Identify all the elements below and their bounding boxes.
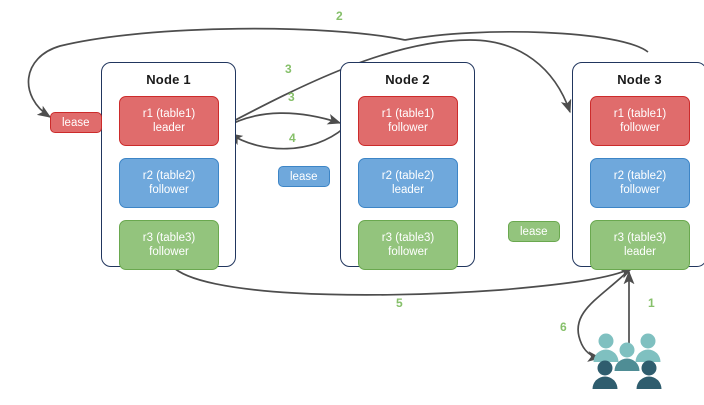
- replica-name: r3 (table3): [381, 232, 435, 244]
- replica-r2[interactable]: r2 (table2) follower: [119, 158, 219, 208]
- replica-name: r2 (table2): [142, 170, 196, 182]
- step-label-2: 2: [336, 9, 343, 23]
- replica-r1[interactable]: r1 (table1) follower: [590, 96, 690, 146]
- replica-role: follower: [620, 184, 660, 196]
- replica-role: follower: [620, 122, 660, 134]
- replica-role: follower: [149, 184, 189, 196]
- node-title: Node 2: [385, 72, 430, 87]
- replica-role: leader: [153, 122, 185, 134]
- replica-role: follower: [149, 246, 189, 258]
- edge-step-5-node1-to-node3: [171, 265, 634, 296]
- step-label-4: 4: [289, 131, 296, 145]
- replica-r3[interactable]: r3 (table3) follower: [358, 220, 458, 270]
- step-label-1: 1: [648, 296, 655, 310]
- node-box-node3[interactable]: Node 3 r1 (table1) follower r2 (table2) …: [572, 62, 704, 270]
- replica-name: r1 (table1): [142, 108, 196, 120]
- replica-r1[interactable]: r1 (table1) leader: [119, 96, 219, 146]
- node-title: Node 1: [146, 72, 191, 87]
- replica-r1[interactable]: r1 (table1) follower: [358, 96, 458, 146]
- node-box-node1[interactable]: Node 1 r1 (table1) leader r2 (table2) fo…: [101, 62, 236, 270]
- replica-role: leader: [392, 184, 424, 196]
- node-box-node2[interactable]: Node 2 r1 (table1) follower r2 (table2) …: [340, 62, 475, 270]
- lease-label: lease: [62, 116, 90, 129]
- replica-name: r3 (table3): [613, 232, 667, 244]
- edge-step-2-tail: [404, 30, 649, 53]
- lease-label: lease: [290, 170, 318, 183]
- replica-name: r3 (table3): [142, 232, 196, 244]
- replica-name: r1 (table1): [381, 108, 435, 120]
- replica-r2[interactable]: r2 (table2) follower: [590, 158, 690, 208]
- replica-name: r1 (table1): [613, 108, 667, 120]
- lease-badge-r1[interactable]: lease: [50, 112, 102, 133]
- edge-step-3-node1-to-node2: [223, 112, 342, 129]
- step-label-6: 6: [560, 320, 567, 334]
- step-label-5: 5: [396, 296, 403, 310]
- lease-badge-r2[interactable]: lease: [278, 166, 330, 187]
- replica-r3[interactable]: r3 (table3) follower: [119, 220, 219, 270]
- replica-r2[interactable]: r2 (table2) leader: [358, 158, 458, 208]
- replica-name: r2 (table2): [613, 170, 667, 182]
- node-title: Node 3: [617, 72, 662, 87]
- replica-name: r2 (table2): [381, 170, 435, 182]
- replica-role: follower: [388, 122, 428, 134]
- users-icon: [592, 333, 662, 389]
- replica-r3[interactable]: r3 (table3) leader: [590, 220, 690, 270]
- step-label-3-lower: 3: [288, 90, 295, 104]
- lease-label: lease: [520, 225, 548, 238]
- lease-badge-r3[interactable]: lease: [508, 221, 560, 242]
- replica-role: leader: [624, 246, 656, 258]
- step-label-3-upper: 3: [285, 62, 292, 76]
- edge-step-4-node2-to-node1: [228, 127, 345, 150]
- replica-role: follower: [388, 246, 428, 258]
